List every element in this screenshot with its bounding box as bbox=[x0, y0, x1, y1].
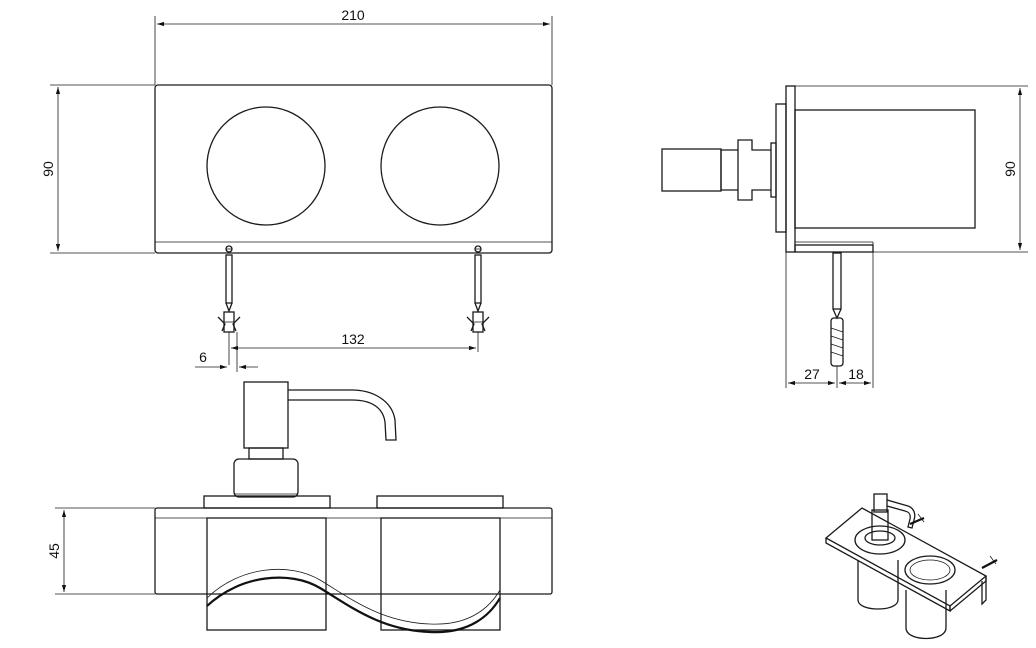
front-view: 210 90 132 6 bbox=[40, 7, 553, 372]
dim-height-side: 90 bbox=[1002, 161, 1018, 177]
iso-screws bbox=[909, 513, 998, 569]
dim-anchor-offset: 6 bbox=[199, 349, 207, 365]
dim-depth-wall: 27 bbox=[804, 366, 820, 382]
front-hole-right bbox=[380, 106, 500, 226]
dim-depth-front: 18 bbox=[848, 366, 864, 382]
front-anchor-right bbox=[466, 245, 490, 352]
side-view: 90 27 18 bbox=[661, 85, 1028, 388]
front-hole-left bbox=[206, 106, 326, 226]
front-anchor-left bbox=[217, 245, 241, 365]
isometric-view bbox=[824, 493, 998, 640]
dim-anchor-spacing: 132 bbox=[341, 331, 365, 347]
dim-width-top: 210 bbox=[341, 7, 365, 23]
dim-height-front: 90 bbox=[40, 161, 56, 177]
elevation-view: 45 bbox=[46, 381, 553, 634]
front-plate bbox=[154, 84, 553, 254]
dim-height-bottom: 45 bbox=[46, 543, 62, 559]
